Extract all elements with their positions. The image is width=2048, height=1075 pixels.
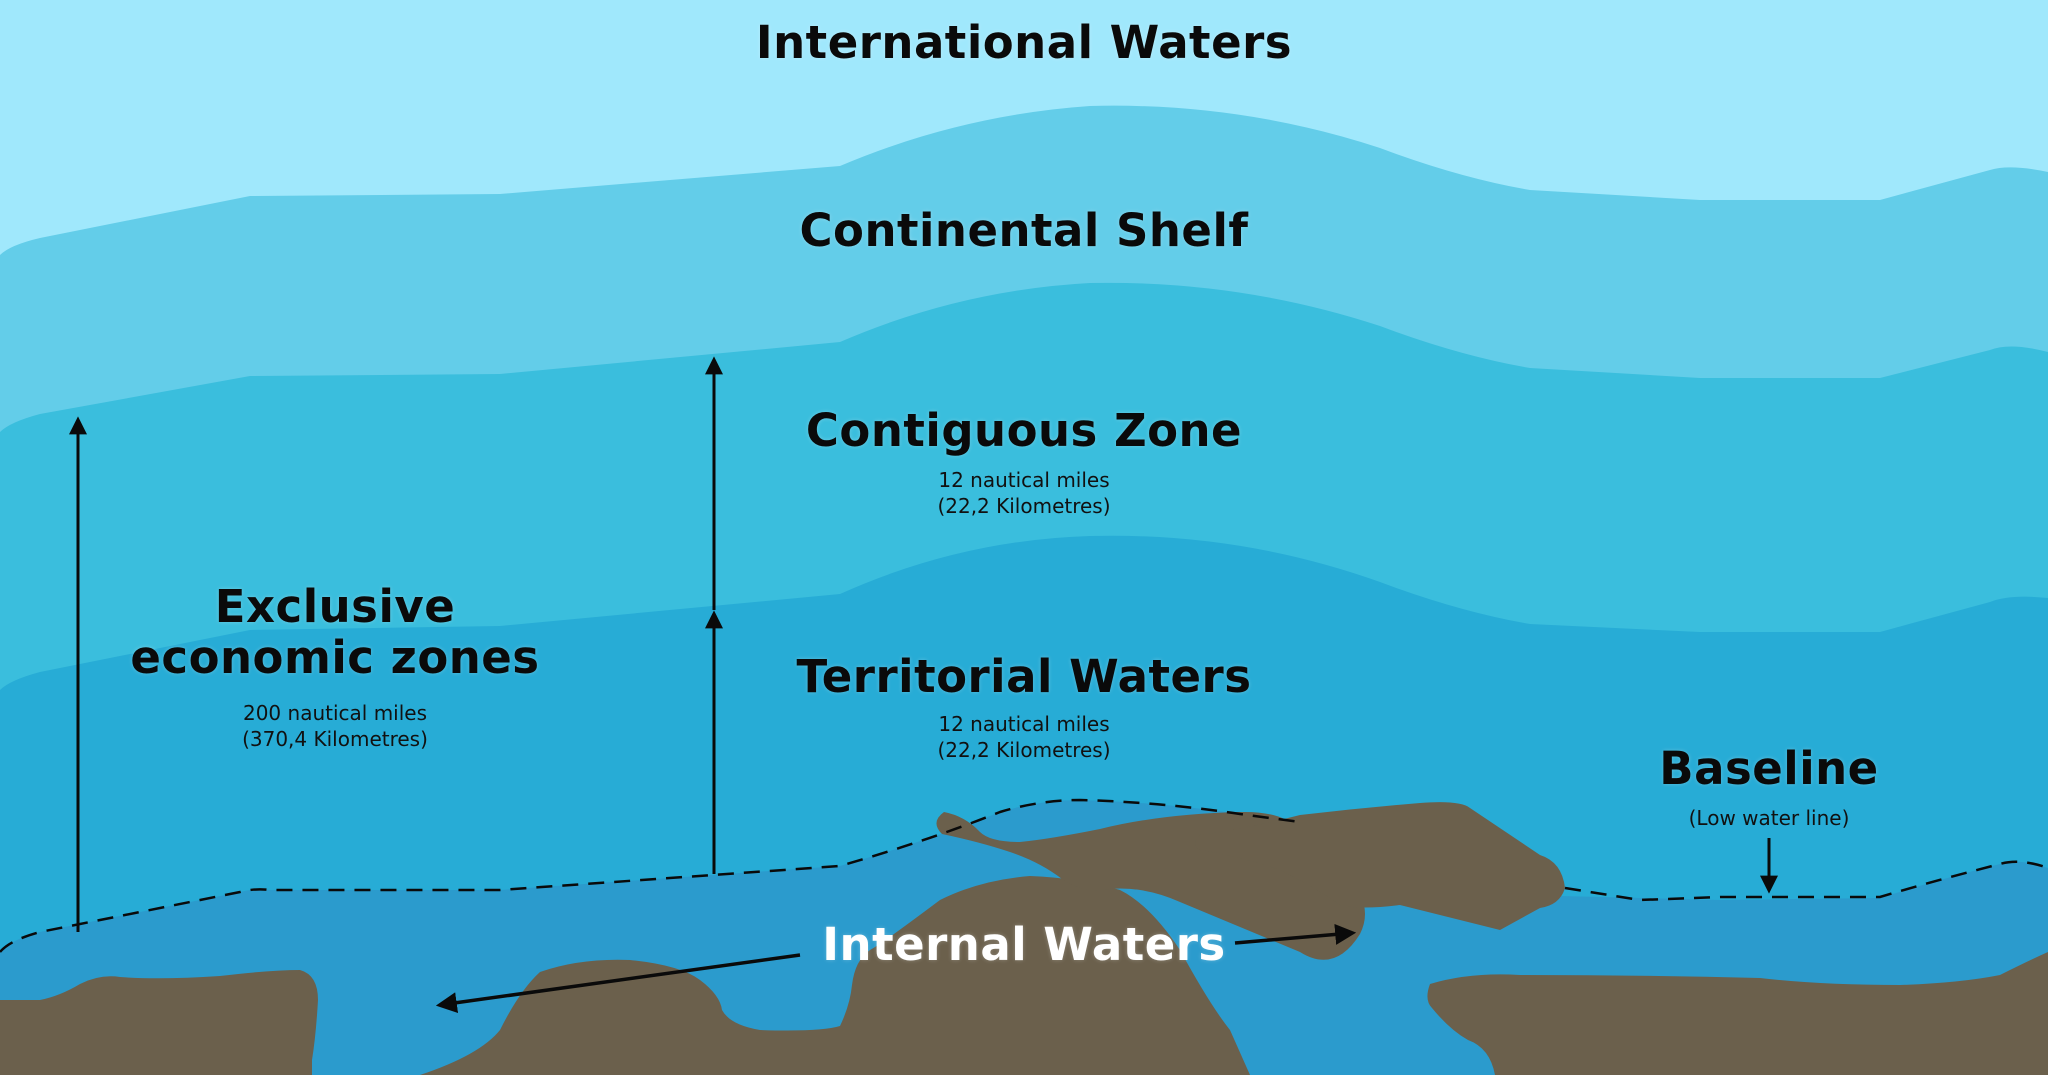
eez-distance-km: (370,4 Kilometres) — [242, 727, 428, 751]
land-center — [420, 876, 1250, 1075]
territorial-waters-distance-km: (22,2 Kilometres) — [937, 738, 1111, 762]
eez-title-line1: Exclusive — [214, 580, 456, 633]
contiguous-zone-distance-km: (22,2 Kilometres) — [937, 494, 1111, 518]
land-left — [0, 970, 318, 1075]
eez-title-line2: economic zones — [130, 631, 540, 684]
international-waters-label: International Waters — [755, 16, 1293, 69]
contiguous-zone-distance: 12 nautical miles — [938, 468, 1110, 492]
contiguous-zone-label-group: Contiguous Zone 12 nautical miles (22,2 … — [624, 408, 1424, 519]
baseline-dashed-line — [0, 798, 2048, 953]
territorial-waters-label-group: Territorial Waters 12 nautical miles (22… — [624, 654, 1424, 763]
baseline-title: Baseline — [1659, 742, 1879, 795]
internal-waters-arrow-right — [1234, 923, 1357, 945]
eez-label-group: Exclusive economic zones 200 nautical mi… — [100, 584, 570, 752]
territorial-waters-title: Territorial Waters — [796, 650, 1252, 703]
land-right — [1427, 952, 2048, 1075]
territorial-waters-distance: 12 nautical miles — [938, 712, 1110, 736]
baseline-subtitle: (Low water line) — [1688, 806, 1850, 830]
eez-distance: 200 nautical miles — [242, 701, 428, 725]
land-right-peninsula — [1195, 802, 1565, 930]
internal-waters-arrow-left — [435, 953, 801, 1014]
continental-shelf-label: Continental Shelf — [799, 204, 1249, 257]
baseline-label-group: Baseline (Low water line) — [1569, 746, 1969, 831]
contiguous-zone-title: Contiguous Zone — [805, 404, 1243, 457]
internal-waters-label: Internal Waters — [822, 918, 1226, 971]
